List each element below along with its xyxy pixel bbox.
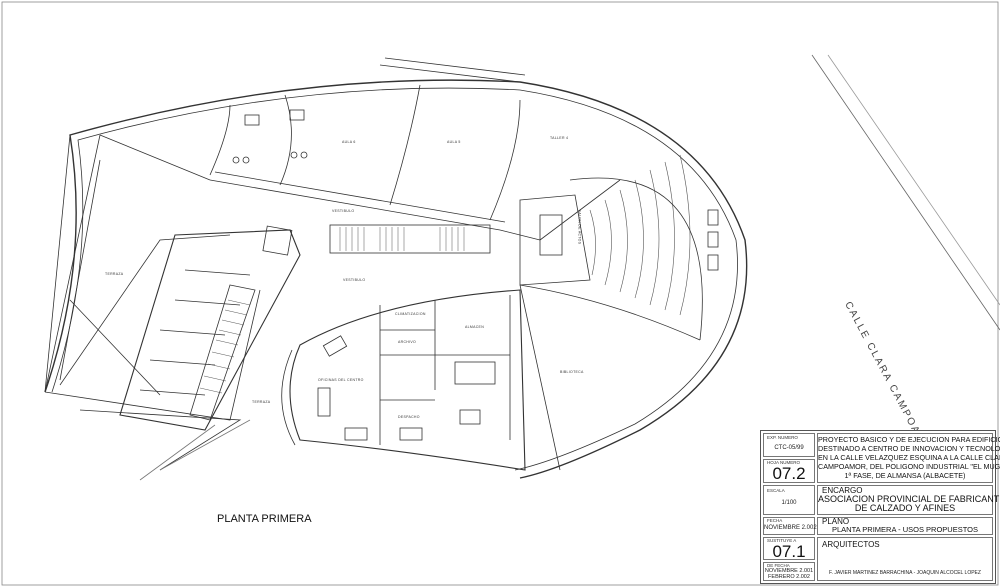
- project-line: EN LA CALLE VELAZQUEZ ESQUINA A LA CALLE…: [818, 453, 1000, 462]
- hoja-value: 07.2: [772, 464, 806, 483]
- room-label: AULA 5: [447, 140, 461, 144]
- fecha-label: FECHA: [767, 518, 783, 523]
- escala-label: ESCALA: [767, 488, 785, 493]
- encargo-line: ASOCIACION PROVINCIAL DE FABRICANTES: [818, 494, 1000, 504]
- room-label: ARCHIVO: [398, 340, 417, 344]
- plano-label: PLANO: [822, 517, 850, 526]
- escala-cell: ESCALA 1/100: [763, 485, 815, 515]
- sustituye-label: SUSTITUYE A: [767, 538, 797, 543]
- hoja-label: HOJA NUMERO: [767, 460, 801, 465]
- arquitectos-names: F. JAVIER MARTINEZ BARRACHINA - JOAQUIN …: [829, 570, 981, 576]
- room-label: DESPACHO: [398, 415, 420, 419]
- room-label: TALLER 4: [550, 136, 569, 140]
- encargo-label: ENCARGO: [822, 486, 863, 495]
- arquitectos-label: ARQUITECTOS: [822, 540, 880, 549]
- plano-value: PLANTA PRIMERA - USOS PROPUESTOS: [831, 525, 978, 534]
- project-line: PROYECTO BASICO Y DE EJECUCION PARA EDIF…: [818, 435, 1000, 444]
- fecha-value: NOVIEMBRE 2.002: [764, 525, 817, 531]
- room-label: BIBLIOTECA: [560, 370, 584, 374]
- escala-value: 1/100: [781, 500, 797, 506]
- project-cell: PROYECTO BASICO Y DE EJECUCION PARA EDIF…: [817, 433, 1000, 483]
- defecha-label: DE FECHA: [767, 563, 790, 568]
- project-line: DESTINADO A CENTRO DE INNOVACION Y TECNO…: [818, 444, 1000, 453]
- plano-cell: PLANO PLANTA PRIMERA - USOS PROPUESTOS: [817, 517, 993, 535]
- room-label: ALMACEN: [465, 325, 485, 329]
- title-block: EXP. NUMERO CTC-05/99 HOJA NUMERO 07.2 P…: [760, 430, 1000, 584]
- room-label: VESTIBULO: [343, 278, 366, 282]
- building-outline: [44, 79, 748, 479]
- sustituye-value: 07.1: [772, 542, 806, 561]
- encargo-line: DE CALZADO Y AFINES: [854, 503, 956, 513]
- defecha-cell: DE FECHA NOVIEMBRE 2.001 FEBRERO 2.002: [763, 562, 815, 581]
- project-line: 1ª FASE, DE ALMANSA (ALBACETE): [844, 471, 966, 480]
- exp-label: EXP. NUMERO: [767, 435, 798, 440]
- room-label: SALON DE ACTOS: [577, 209, 582, 245]
- defecha-value: FEBRERO 2.002: [768, 574, 810, 580]
- defecha-value: NOVIEMBRE 2.001: [764, 568, 814, 574]
- room-label: TERRAZA: [252, 400, 271, 404]
- fecha-cell: FECHA NOVIEMBRE 2.002: [763, 517, 817, 535]
- project-line: CAMPOAMOR, DEL POLIGONO INDUSTRIAL "EL M…: [818, 462, 1000, 471]
- room-label: VESTIBULO: [332, 209, 355, 213]
- arquitectos-cell: ARQUITECTOS F. JAVIER MARTINEZ BARRACHIN…: [817, 537, 993, 581]
- exp-value: CTC-05/99: [774, 445, 804, 451]
- plan-title: PLANTA PRIMERA: [217, 513, 312, 525]
- room-label: OFICINAS DEL CENTRO: [318, 378, 364, 382]
- room-label: AULA 6: [342, 140, 356, 144]
- hoja-cell: HOJA NUMERO 07.2: [763, 459, 815, 483]
- room-label: TERRAZA: [105, 272, 124, 276]
- encargo-cell: ENCARGO ASOCIACION PROVINCIAL DE FABRICA…: [817, 485, 1000, 515]
- exp-cell: EXP. NUMERO CTC-05/99: [763, 433, 815, 457]
- room-label: CLIMATIZACION: [395, 312, 426, 316]
- sustituye-cell: SUSTITUYE A 07.1: [763, 537, 815, 560]
